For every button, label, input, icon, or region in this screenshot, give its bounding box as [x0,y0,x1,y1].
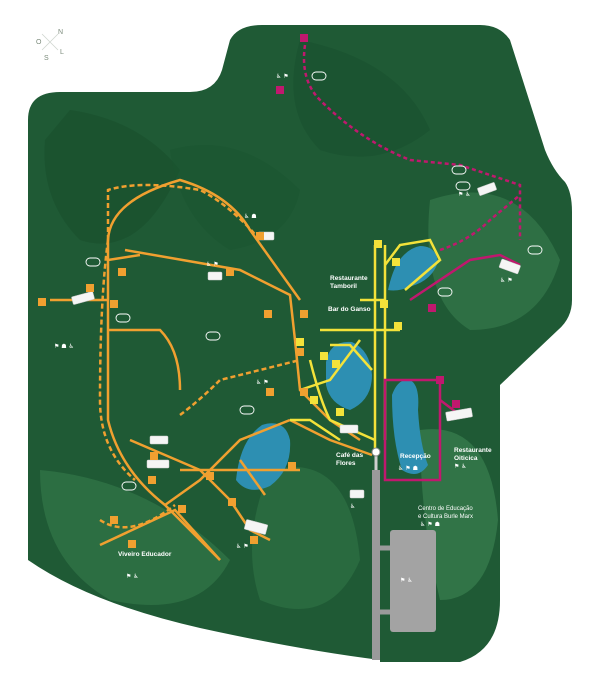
svg-text:♿ ⚑ ☗: ♿ ⚑ ☗ [420,521,440,528]
terrain-relief [170,145,300,250]
terrain-relief [428,192,560,330]
building-markers[interactable] [71,182,521,535]
magenta-stop-markers[interactable] [276,34,460,408]
terrain-relief [293,40,430,157]
label-bar-do-ganso[interactable]: Bar do Ganso [328,306,371,313]
access-road [372,470,380,660]
svg-text:⚑ ☗ ♿: ⚑ ☗ ♿ [54,343,74,350]
map-pins[interactable] [85,71,543,491]
compass-s: S [44,55,49,62]
label-viveiro-educador[interactable]: Viveiro Educador [118,551,172,558]
parking-lot[interactable] [390,530,436,632]
svg-text:♿ ⚑: ♿ ⚑ [276,73,289,80]
compass-w: O [36,39,42,46]
orange-trail-network[interactable] [50,178,373,561]
svg-text:♿ ⚑: ♿ ⚑ [236,543,249,550]
yellow-trail-network[interactable] [290,238,442,450]
compass-e: L [60,49,64,56]
lake [326,341,372,410]
svg-text:♿ ☗: ♿ ☗ [244,213,257,220]
svg-text:⚑ ♿: ⚑ ♿ [400,577,413,584]
svg-text:⚑ ♿: ⚑ ♿ [458,191,471,198]
compass-rose: N L S O [36,29,64,62]
orange-dashed-trail[interactable] [98,183,301,529]
orange-stop-markers[interactable] [38,232,308,548]
lake [388,246,438,291]
parking-road [380,545,390,615]
svg-text:⚑ ♿: ⚑ ♿ [454,463,467,470]
svg-text:♿: ♿ [350,503,355,510]
magenta-dashed-trail[interactable] [302,44,522,252]
compass-n: N [58,29,63,36]
yellow-stop-markers[interactable] [296,240,402,416]
lake [392,379,428,474]
amenity-icons: ♿ ⚑ ⚑ ♿ ♿ ⚑ ⚑ ☗ ♿ ♿ ☗ ♿ ⚑ ♿ ⚑ ♿ ⚑ ♿ ⚑ ☗ … [54,73,513,584]
svg-text:♿ ⚑: ♿ ⚑ [256,379,269,386]
terrain-relief [44,110,180,244]
svg-text:⚑ ♿: ⚑ ♿ [126,573,139,580]
svg-text:♿ ⚑: ♿ ⚑ [206,261,219,268]
svg-text:♿ ⚑ ☗: ♿ ⚑ ☗ [398,465,418,472]
terrain-relief [252,466,360,609]
terrain-relief [40,470,230,605]
svg-text:♿ ⚑: ♿ ⚑ [500,277,513,284]
label-recepcao[interactable]: Recepção [400,453,431,460]
junction-marker [371,447,381,457]
